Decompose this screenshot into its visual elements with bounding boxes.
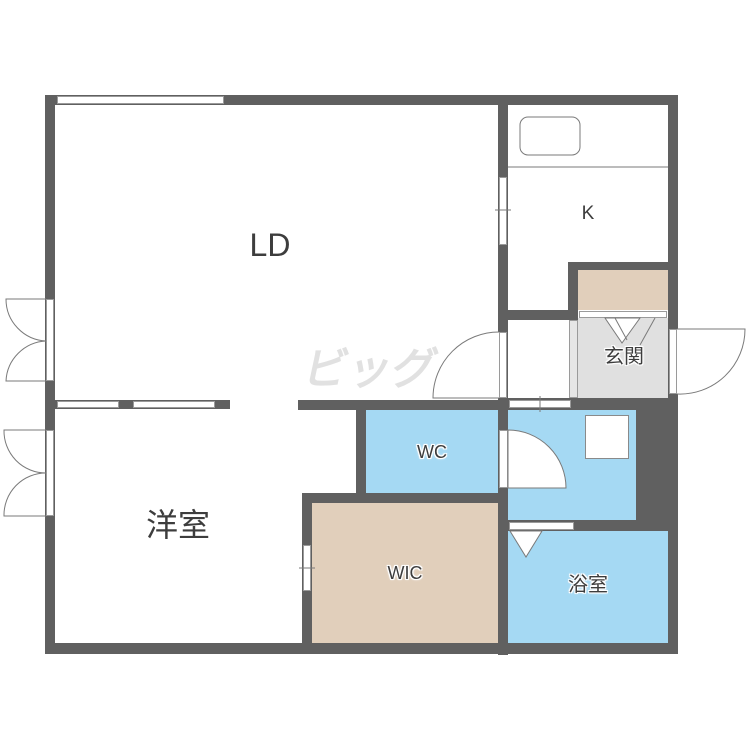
- wall-ld-western-right: [298, 400, 508, 410]
- wall-closet-left: [568, 262, 578, 320]
- room-label-kitchen: K: [581, 203, 595, 224]
- door-swing-icon: [5, 340, 47, 382]
- door-swing-icon: [3, 429, 47, 474]
- wall-closet-top: [568, 262, 678, 270]
- window-kitchen: [499, 177, 507, 245]
- bath-door-fold-icon: [509, 530, 543, 558]
- door-swing-icon: [3, 472, 47, 517]
- wic-room: [312, 503, 498, 643]
- ld-room: [55, 105, 498, 400]
- closet-fold-icon: [604, 317, 641, 344]
- hallway: [508, 320, 570, 400]
- room-label-entrance: 玄関: [604, 346, 644, 368]
- room-label-wic: WIC: [387, 563, 423, 583]
- room-label-ld: LD: [249, 227, 291, 263]
- sliding-door-panel-1[interactable]: [57, 401, 119, 408]
- wall-wc-bottom: [302, 493, 508, 503]
- wall-wc-left: [356, 405, 366, 503]
- wall-wash-bottom: [508, 520, 678, 531]
- shoe-closet: [578, 270, 668, 310]
- window-ld-top: [57, 96, 224, 104]
- window-ld-left: [46, 299, 54, 381]
- western-room: [55, 409, 302, 643]
- room-label-wc: WC: [417, 442, 447, 462]
- front-door-frame[interactable]: [669, 329, 677, 394]
- entrance-step: [569, 320, 578, 398]
- washing-machine-pan: [585, 415, 629, 459]
- window-western-left: [46, 430, 54, 516]
- door-swing-icon: [507, 429, 567, 489]
- door-swing-icon: [5, 298, 47, 342]
- bath-room: [508, 531, 668, 643]
- watermark: ビッグ: [298, 345, 442, 394]
- room-label-western: 洋室: [145, 507, 210, 543]
- sliding-door-panel-2[interactable]: [133, 401, 215, 408]
- wc-room: [366, 410, 498, 493]
- wall-kitchen-bottom: [508, 310, 578, 320]
- door-hall-ld-frame[interactable]: [499, 332, 507, 398]
- room-label-bath: 浴室: [568, 574, 608, 596]
- door-swing-icon: [676, 328, 746, 395]
- wall-outer-bottom: [45, 643, 678, 654]
- door-swing-icon: [432, 331, 500, 399]
- wall-wash-right: [636, 398, 678, 531]
- door-bath-frame[interactable]: [509, 522, 574, 530]
- wall-outer-top: [45, 95, 678, 105]
- sink-icon: [519, 116, 581, 156]
